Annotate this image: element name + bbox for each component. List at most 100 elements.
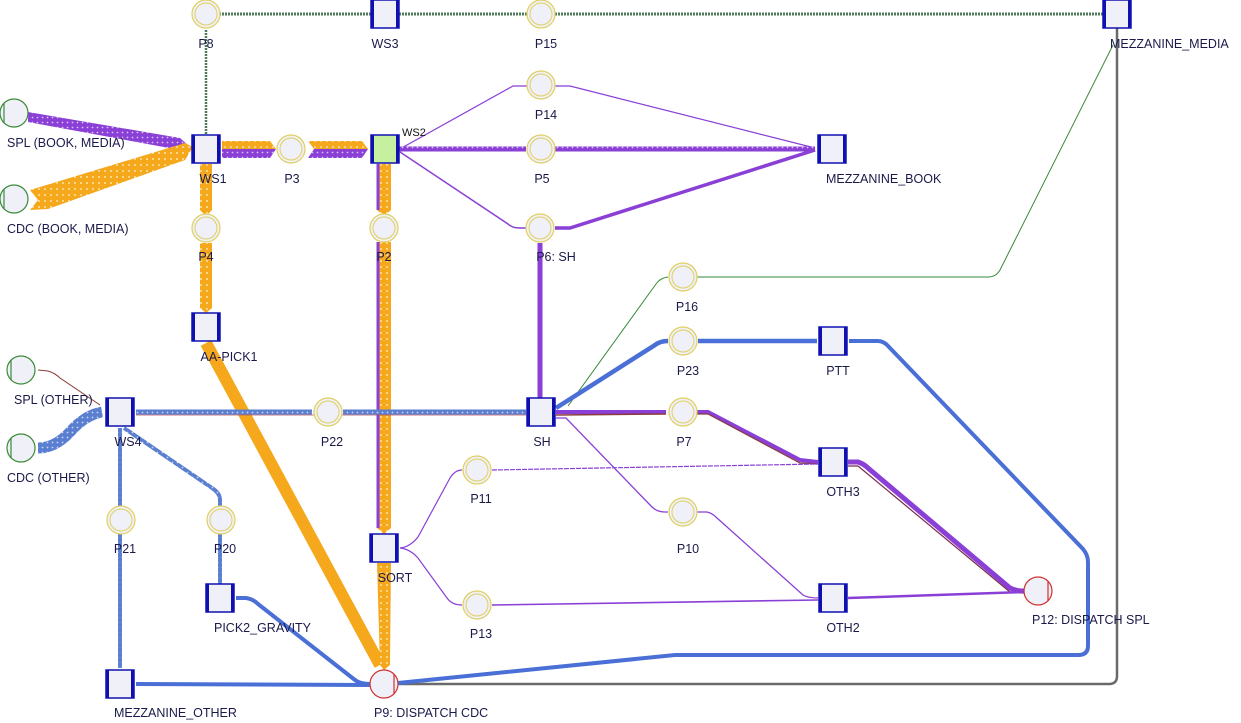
- arc-oth3-p12: [848, 459, 1025, 594]
- label-p23: P23: [677, 364, 699, 378]
- transition-ws1[interactable]: [191, 134, 221, 164]
- arc-ws2-p14: [397, 85, 527, 151]
- label-ws4: WS4: [114, 435, 141, 449]
- place-p21[interactable]: [106, 505, 136, 535]
- arc-pick2-gravity-p9: [236, 596, 371, 686]
- arc-p10-oth2: [697, 511, 819, 599]
- arc-sort-p11: [399, 469, 463, 549]
- arc-spl-other-ws4: [37, 369, 101, 406]
- place-p15[interactable]: [526, 0, 556, 29]
- label-pick2-gravity: PICK2_GRAVITY: [214, 621, 312, 635]
- label-p20: P20: [214, 542, 236, 556]
- arc-ws1-p4: [200, 164, 212, 216]
- label-p8: P8: [198, 37, 213, 51]
- label-p10: P10: [677, 542, 699, 556]
- transition-ws3[interactable]: [370, 0, 400, 29]
- place-p11[interactable]: [462, 455, 492, 485]
- transition-sh[interactable]: [526, 397, 556, 427]
- transition-ws2[interactable]: [370, 134, 400, 164]
- place-p5[interactable]: [526, 134, 556, 164]
- place-p13[interactable]: [462, 590, 492, 620]
- transition-sort[interactable]: [369, 533, 399, 563]
- transition-ws4[interactable]: [105, 397, 135, 427]
- place-p7[interactable]: [668, 397, 698, 427]
- transition-mezzanine-media[interactable]: [1102, 0, 1132, 29]
- arcs: [28, 12, 1119, 687]
- place-p22[interactable]: [313, 397, 343, 427]
- arc-spl-book-media-ws1: [28, 112, 190, 150]
- label-ws1: WS1: [199, 172, 226, 186]
- sink-place-p12[interactable]: [1023, 576, 1053, 606]
- arc-p11-oth3: [491, 463, 819, 471]
- transition-mezzanine-book[interactable]: [817, 134, 847, 164]
- source-place-spl-book-media[interactable]: [0, 98, 29, 128]
- place-p16[interactable]: [668, 262, 698, 292]
- arc-mezzanine-other-p9: [135, 682, 371, 687]
- label-p14: P14: [535, 108, 557, 122]
- label-spl-other: SPL (OTHER): [14, 393, 93, 407]
- transition-oth2[interactable]: [818, 583, 848, 613]
- label-mezzanine-book: MEZZANINE_BOOK: [826, 172, 942, 186]
- arc-mezzanine-media-p16: [695, 44, 1114, 278]
- source-place-cdc-other[interactable]: [6, 433, 36, 463]
- label-ws2: WS2: [402, 127, 426, 139]
- arc-p7-oth3-brown: [697, 413, 819, 465]
- label-p3: P3: [284, 172, 299, 186]
- transition-aa-pick1[interactable]: [191, 312, 221, 342]
- label-p6: P6: SH: [536, 250, 576, 264]
- label-p11: P11: [470, 492, 491, 506]
- place-p2[interactable]: [369, 213, 399, 243]
- transition-pick2-gravity[interactable]: [205, 583, 235, 613]
- label-p7: P7: [676, 435, 691, 449]
- arc-oth2-p12: [847, 590, 1025, 600]
- label-p21: P21: [114, 542, 136, 556]
- arc-p14-mezzanine-book: [555, 85, 816, 149]
- place-p8[interactable]: [191, 0, 221, 29]
- arc-p13-oth2: [491, 599, 819, 606]
- transition-mezzanine-other[interactable]: [105, 669, 135, 699]
- place-p20[interactable]: [206, 505, 236, 535]
- label-ws3: WS3: [371, 37, 398, 51]
- source-place-spl-other[interactable]: [6, 355, 36, 385]
- label-p16: P16: [676, 300, 698, 314]
- label-mezzanine-other: MEZZANINE_OTHER: [114, 706, 237, 720]
- transitions: [105, 0, 1132, 699]
- label-p15: P15: [535, 37, 557, 51]
- arc-aa-pick1-p9: [200, 340, 386, 668]
- arc-sh-p23: [554, 338, 669, 410]
- label-sh: SH: [533, 435, 550, 449]
- arc-sort-p9: [377, 563, 391, 670]
- transition-oth3[interactable]: [818, 447, 848, 477]
- label-aa-pick1: AA-PICK1: [201, 350, 258, 364]
- label-p13: P13: [470, 627, 492, 641]
- arc-p16-sh: [567, 276, 669, 407]
- sink-place-p9[interactable]: [369, 669, 399, 699]
- arc-p2-sort: [377, 242, 391, 534]
- place-p6[interactable]: [525, 213, 555, 243]
- source-place-cdc-book-media[interactable]: [0, 184, 29, 214]
- place-p10[interactable]: [668, 497, 698, 527]
- arc-p6-mezzanine-book: [555, 148, 816, 230]
- place-p3[interactable]: [276, 134, 306, 164]
- place-p14[interactable]: [526, 70, 556, 100]
- arc-p3-ws2-purple: [308, 149, 368, 158]
- transition-ptt[interactable]: [818, 326, 848, 356]
- label-sort: SORT: [378, 571, 413, 585]
- label-p9: P9: DISPATCH CDC: [374, 706, 488, 720]
- arc-sh-p7-brown: [555, 413, 667, 416]
- label-p4: P4: [198, 250, 213, 264]
- arc-ptt-p9: [397, 339, 1090, 685]
- label-oth2: OTH2: [826, 621, 859, 635]
- arc-p3-ws2-orange: [308, 141, 368, 149]
- label-cdc-book-media: CDC (BOOK, MEDIA): [7, 222, 129, 236]
- place-p23[interactable]: [668, 326, 698, 356]
- label-p2: P2: [376, 250, 391, 264]
- places: [0, 0, 1053, 699]
- arc-sort-p13: [399, 547, 463, 606]
- place-p4[interactable]: [191, 213, 221, 243]
- label-p5: P5: [534, 172, 549, 186]
- arc-cdc-other-ws4: [37, 406, 104, 454]
- arc-cdc-book-media-ws1: [30, 143, 193, 210]
- label-p22: P22: [321, 435, 343, 449]
- arc-p4-aa-pick1: [200, 243, 212, 313]
